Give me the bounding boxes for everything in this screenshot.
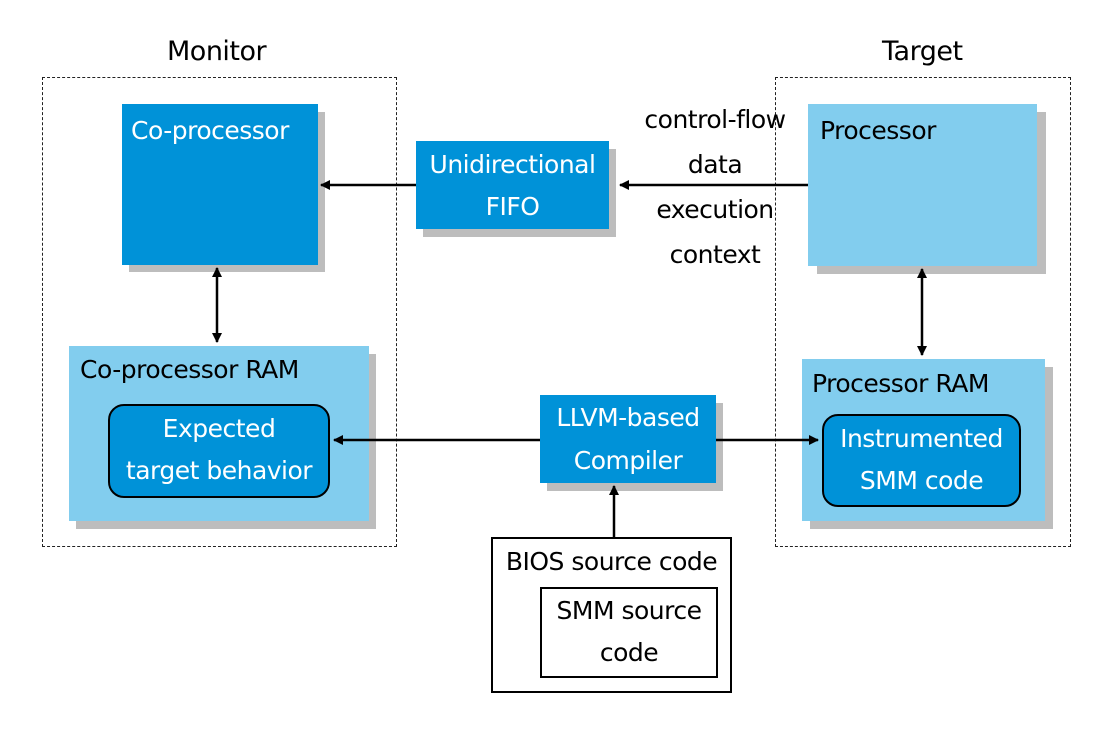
coprocessor-label: Co-processor <box>131 116 289 145</box>
smm-source-box <box>540 587 718 678</box>
channel-label-context: context <box>669 240 761 269</box>
expected-behavior-line1: Expected <box>162 414 276 443</box>
monitor-region <box>42 77 397 547</box>
processor-ram-label: Processor RAM <box>812 369 989 398</box>
instrumented-smm-line2: SMM code <box>859 466 984 495</box>
expected-behavior-line2: target behavior <box>125 456 313 485</box>
compiler-label-line1: LLVM-based <box>556 403 700 432</box>
processor-box <box>808 104 1037 266</box>
compiler-label-line2: Compiler <box>573 446 683 475</box>
channel-label-control-flow: control-flow <box>644 105 786 134</box>
fifo-label-line2: FIFO <box>485 192 540 221</box>
expected-behavior-box <box>108 404 330 498</box>
instrumented-smm-box <box>822 414 1021 507</box>
channel-label-data: data <box>687 150 743 179</box>
channel-label-execution: execution <box>656 195 774 224</box>
fifo-label-line1: Unidirectional <box>429 150 596 179</box>
fifo-box <box>416 141 609 229</box>
coprocessor-box <box>122 104 318 265</box>
smm-source-line1: SMM source <box>556 596 702 625</box>
coprocessor-ram-label: Co-processor RAM <box>80 355 299 384</box>
smm-source-line2: code <box>599 638 659 667</box>
monitor-region-label: Monitor <box>167 36 267 67</box>
processor-label: Processor <box>820 116 936 145</box>
bios-source-label: BIOS source code <box>505 547 718 576</box>
instrumented-smm-line1: Instrumented <box>840 424 1003 453</box>
target-region-label: Target <box>882 36 963 67</box>
compiler-box <box>540 395 716 483</box>
target-region <box>775 77 1071 547</box>
